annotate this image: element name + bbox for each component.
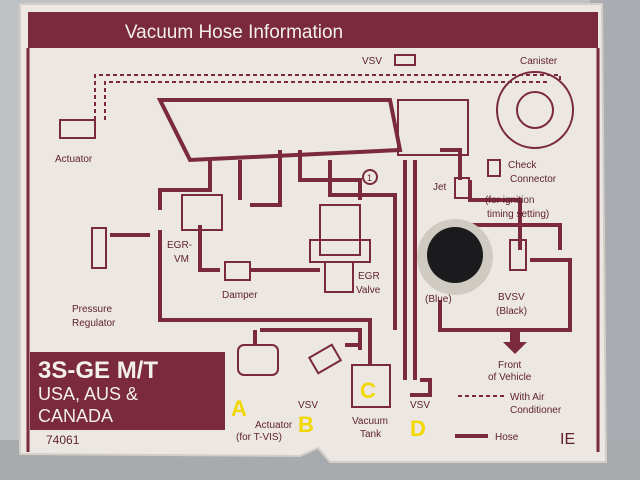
overlay-letter-b: B bbox=[298, 412, 314, 437]
model-block bbox=[30, 352, 225, 430]
check-connector-label-3: (for ignition bbox=[485, 195, 534, 206]
label-code: IE bbox=[560, 431, 575, 448]
vacuum-tank-label-1: Vacuum bbox=[352, 416, 388, 427]
tvis-actuator bbox=[237, 344, 279, 376]
check-connector-label-4: timing setting) bbox=[487, 209, 549, 220]
vsv-b-label: VSV bbox=[298, 400, 318, 411]
check-connector-box bbox=[487, 159, 501, 177]
actuator-tvis-label-2: (for T-VIS) bbox=[236, 432, 282, 443]
actuator-tvis-label-1: Actuator bbox=[255, 420, 293, 431]
canister-label: Canister bbox=[520, 56, 558, 67]
vsv-block bbox=[397, 99, 469, 156]
hose-legend-label: Hose bbox=[495, 432, 519, 443]
check-connector-label-2: Connector bbox=[510, 174, 557, 185]
black-label: (Black) bbox=[496, 306, 527, 317]
page-title: Vacuum Hose Information bbox=[125, 22, 343, 43]
grommet-hole bbox=[427, 227, 483, 283]
front-label-1: Front bbox=[498, 360, 522, 371]
vsv-top-box bbox=[394, 54, 416, 66]
overlay-letter-d: D bbox=[410, 416, 426, 441]
pressure-regulator-label-1: Pressure bbox=[72, 304, 112, 315]
pressure-regulator-body bbox=[91, 227, 107, 269]
egr-vm-label-1: EGR- bbox=[167, 240, 192, 251]
jet-box bbox=[454, 177, 470, 199]
bvsv-body bbox=[509, 239, 527, 271]
blue-label: (Blue) bbox=[425, 294, 452, 305]
damper-box bbox=[224, 261, 251, 281]
vsv-d-label: VSV bbox=[410, 400, 430, 411]
region-line-2: CANADA bbox=[38, 406, 113, 426]
overlay-letter-c: C bbox=[360, 378, 376, 403]
egr-valve-label-1: EGR bbox=[358, 271, 380, 282]
with-ac-label-1: With Air bbox=[510, 392, 545, 403]
egr-valve-label-2: Valve bbox=[356, 285, 381, 296]
front-arrow-icon bbox=[503, 332, 527, 354]
header-bar bbox=[28, 12, 598, 48]
check-connector-label-1: Check bbox=[508, 160, 537, 171]
vacuum-tank-label-2: Tank bbox=[360, 429, 382, 440]
label-sticker bbox=[19, 3, 608, 463]
with-ac-label-2: Conditioner bbox=[510, 405, 562, 416]
components bbox=[59, 54, 574, 408]
circle-marker bbox=[362, 169, 378, 185]
pressure-regulator-label-2: Regulator bbox=[72, 318, 116, 329]
actuator-body bbox=[59, 119, 96, 139]
egr-vm-box bbox=[181, 194, 223, 231]
bvsv-label: BVSV bbox=[498, 292, 525, 303]
vsv-top-label: VSV bbox=[362, 56, 382, 67]
vsv-b-body bbox=[307, 343, 343, 375]
canister-inner bbox=[516, 91, 554, 129]
part-number: 74061 bbox=[46, 433, 80, 447]
damper-label: Damper bbox=[222, 290, 258, 301]
actuator-label: Actuator bbox=[55, 154, 93, 165]
vacuum-tank-box bbox=[351, 364, 391, 408]
front-label-2: of Vehicle bbox=[488, 372, 532, 383]
engine-model: 3S-GE M/T bbox=[38, 357, 158, 384]
egr-valve-top bbox=[319, 204, 361, 256]
canister-outer bbox=[496, 71, 574, 149]
overlay-letter-a: A bbox=[231, 396, 247, 421]
circle-1-label: 1 bbox=[367, 173, 372, 183]
egr-valve-bottom bbox=[324, 261, 354, 293]
jet-label: Jet bbox=[433, 182, 447, 193]
egr-vm-label-2: VM bbox=[174, 254, 189, 265]
region-line-1: USA, AUS & bbox=[38, 384, 138, 404]
hose-diagram bbox=[94, 74, 572, 397]
